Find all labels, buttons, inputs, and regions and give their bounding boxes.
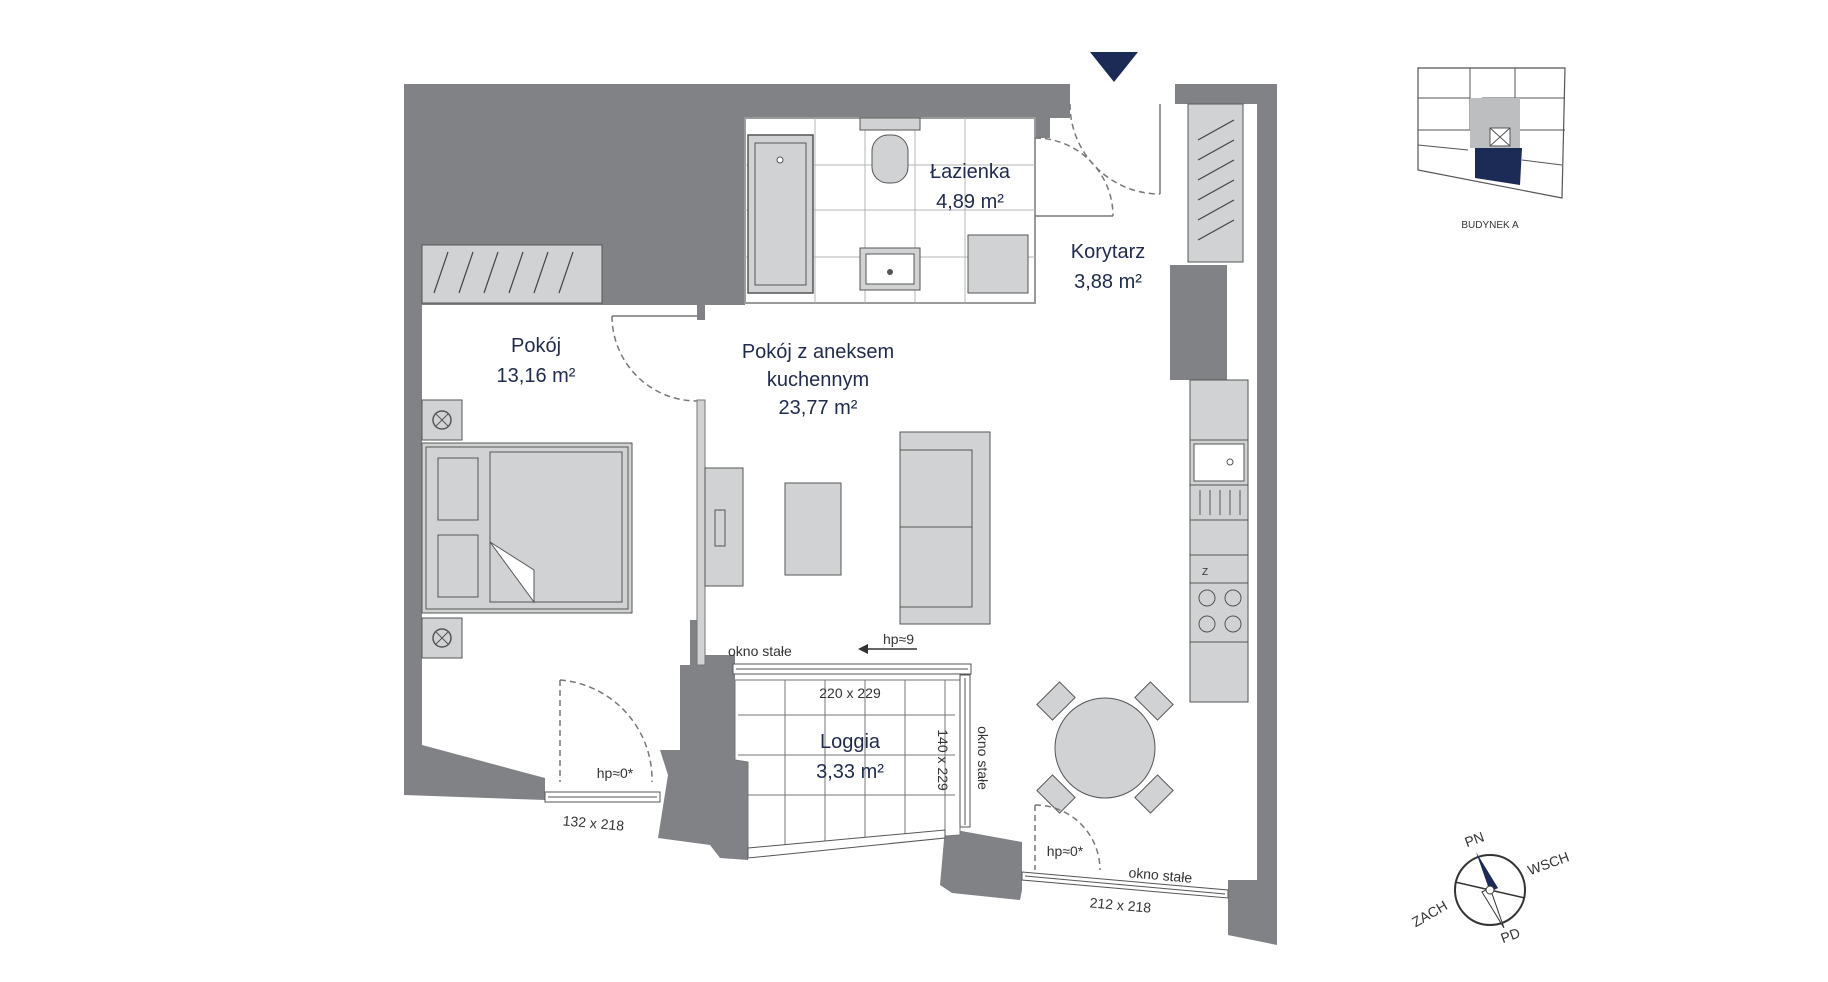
entrance-door	[1069, 103, 1161, 195]
bathroom-name: Łazienka	[930, 161, 1011, 183]
tv-unit	[704, 467, 744, 587]
corridor-name: Korytarz	[1071, 241, 1145, 263]
hp-left-label: hp≈0*	[597, 765, 634, 781]
entrance-arrow-icon	[1090, 52, 1138, 82]
window-fixed-top: okno stałe	[728, 643, 792, 659]
loggia-area: 3,33 m²	[816, 761, 884, 783]
window-fixed-side: okno stałe	[975, 726, 991, 790]
wall-segment	[605, 118, 745, 305]
living-window-dim: 212 x 218	[1089, 894, 1152, 915]
toilet	[859, 117, 921, 131]
washing-machine	[967, 234, 1029, 294]
corridor-area: 3,88 m²	[1074, 271, 1142, 293]
partition-wall	[696, 399, 706, 666]
sofa	[899, 431, 991, 625]
bedroom-window-dim: 132 x 218	[562, 812, 625, 833]
loggia-door-dim: 220 x 229	[819, 685, 881, 701]
corridor-wardrobe	[1187, 103, 1244, 263]
hp-right-label: hp≈0*	[1047, 843, 1084, 859]
bathroom-area: 4,89 m²	[936, 191, 1004, 213]
loggia-name: Loggia	[820, 731, 881, 753]
bedroom-window-door	[559, 679, 653, 783]
wall-segment	[1035, 103, 1050, 138]
key-plan-label: BUDYNEK A	[1461, 220, 1519, 231]
key-plan	[1417, 67, 1566, 199]
bathroom: Łazienka 4,89 m²	[744, 117, 1036, 304]
bathroom-door	[1034, 137, 1114, 217]
loggia-window-dim: 140 x 229	[935, 729, 951, 791]
compass-icon	[1454, 852, 1526, 929]
bed	[421, 399, 633, 659]
window-fixed-bottom: okno stałe	[1128, 864, 1193, 886]
living-name-line1: Pokój z aneksem	[742, 341, 894, 363]
partition-wall	[697, 305, 705, 320]
compass-north: PN	[1462, 828, 1486, 850]
compass-south: PD	[1498, 924, 1522, 946]
bedroom-wardrobe	[421, 244, 603, 304]
bedroom-door	[611, 315, 698, 402]
bedroom-name: Pokój	[511, 335, 561, 357]
hob-letter: Z	[1202, 567, 1208, 578]
bedroom-area: 13,16 m²	[497, 365, 576, 387]
living-name-line2: kuchennym	[767, 369, 869, 391]
compass-east: WSCH	[1525, 848, 1571, 878]
compass-west: ZACH	[1409, 897, 1450, 930]
coffee-table	[784, 482, 842, 576]
living-window-door	[1034, 804, 1101, 871]
kitchen-counter: Z	[1189, 379, 1249, 703]
living-area: 23,77 m²	[779, 397, 858, 419]
hp-9-label: hp≈9	[883, 631, 914, 647]
dining-table	[1036, 681, 1174, 814]
loggia	[734, 674, 971, 859]
